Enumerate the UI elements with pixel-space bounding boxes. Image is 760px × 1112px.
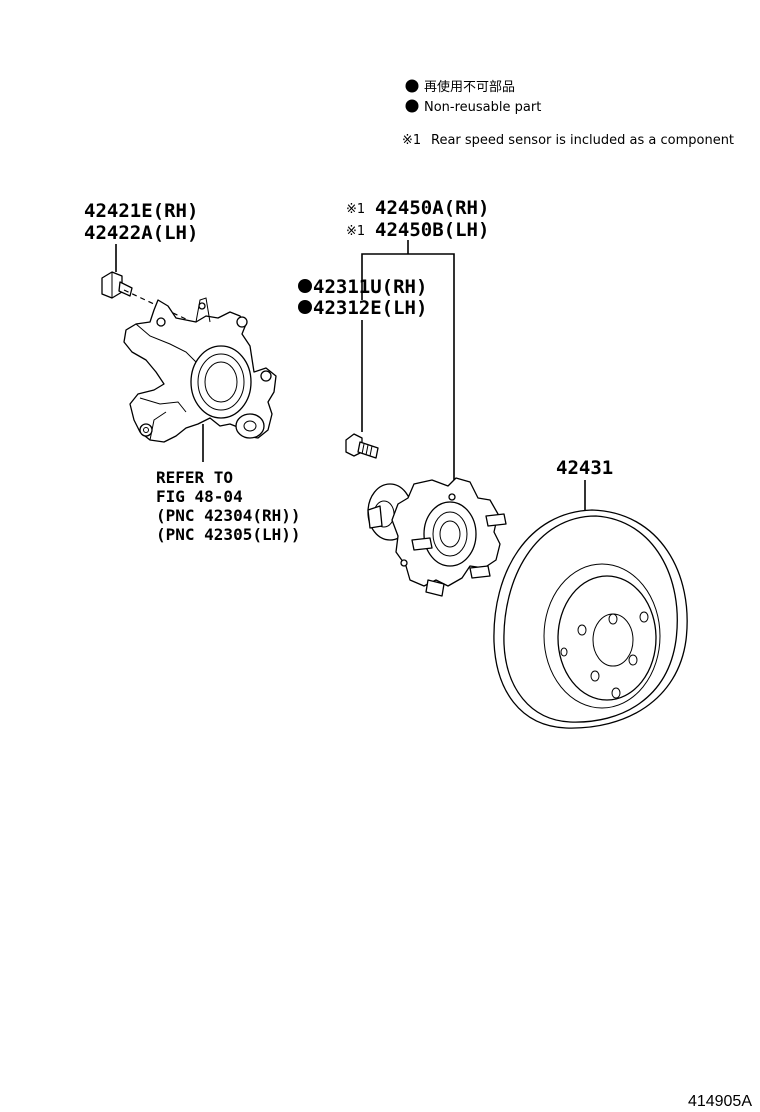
stud-callout: 42311U(RH) 42312E(LH): [298, 276, 427, 432]
bolt-part-number-lh: 42422A(LH): [84, 222, 198, 244]
stud-part-number-lh: 42312E(LH): [313, 297, 427, 319]
stud-part-number-rh: 42311U(RH): [313, 276, 427, 298]
hub-bolt: [345, 433, 379, 459]
reference-note: REFER TO FIG 48-04 (PNC 42304(RH)) (PNC …: [156, 468, 301, 544]
legend: 再使用不可部品 Non-reusable part ※1 Rear speed …: [402, 79, 734, 148]
non-reusable-bullet-icon: [298, 300, 312, 314]
legend-non-reusable-en: Non-reusable part: [424, 100, 541, 115]
hub-part-number-rh: 42450A(RH): [375, 197, 489, 219]
reference-line-2: FIG 48-04: [156, 487, 243, 506]
non-reusable-bullet-icon: [405, 79, 419, 93]
hub-part-number-lh: 42450B(LH): [375, 219, 489, 241]
brake-disc: [493, 509, 688, 729]
non-reusable-bullet-icon: [298, 279, 312, 293]
legend-note-text: Rear speed sensor is included as a compo…: [431, 133, 734, 148]
bolt-callout: 42421E(RH) 42422A(LH): [84, 200, 198, 272]
hub-component-mark: ※1: [346, 224, 365, 239]
figure-id: 414905A: [688, 1093, 752, 1110]
legend-note-mark: ※1: [402, 133, 421, 148]
legend-non-reusable-jp: 再使用不可部品: [424, 79, 515, 95]
bolt-part-number-rh: 42421E(RH): [84, 200, 198, 222]
reference-line-4: (PNC 42305(LH)): [156, 525, 301, 544]
steering-knuckle: [123, 297, 277, 462]
disc-callout: 42431: [556, 457, 613, 510]
hub-component-mark: ※1: [346, 202, 365, 217]
reference-line-3: (PNC 42304(RH)): [156, 506, 301, 525]
hub-bearing-assembly: [367, 477, 507, 597]
disc-part-number: 42431: [556, 457, 613, 479]
non-reusable-bullet-icon: [405, 99, 419, 113]
knuckle-bolt: [101, 271, 189, 321]
reference-line-1: REFER TO: [156, 468, 233, 487]
hub-callout: ※1 42450A(RH) ※1 42450B(LH): [346, 197, 489, 482]
